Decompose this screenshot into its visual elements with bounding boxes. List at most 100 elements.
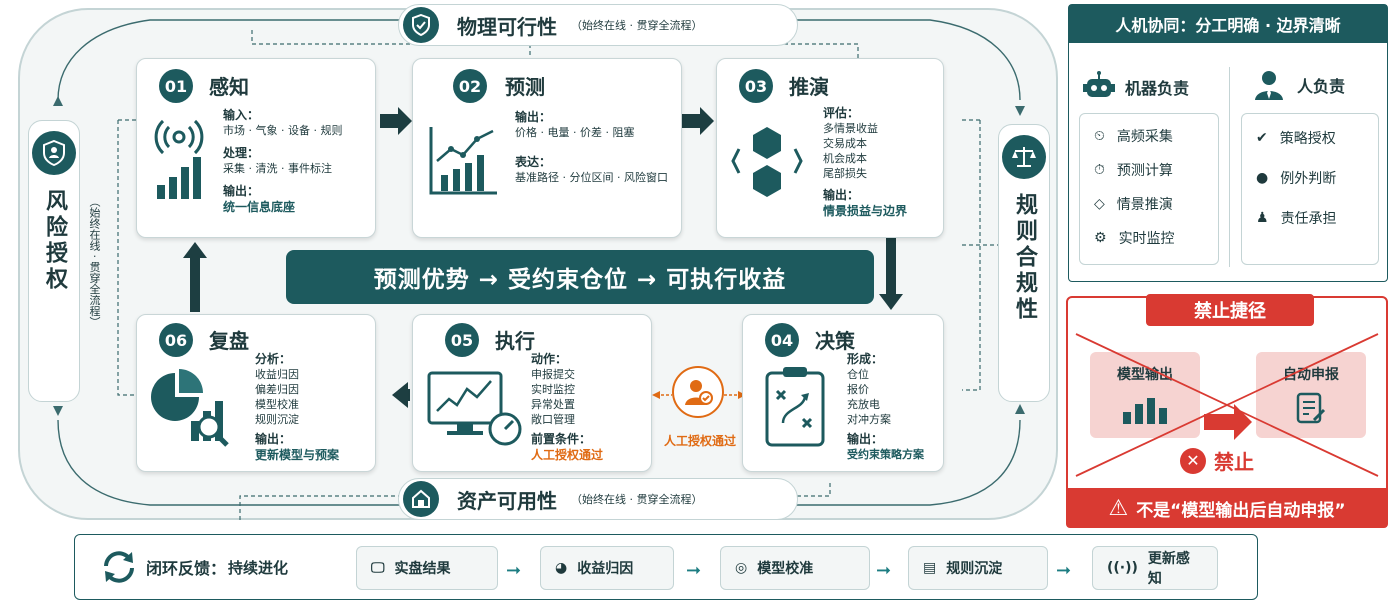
bar-chart-icon [1123,398,1167,424]
list-item: ♟责任承担 [1256,210,1337,227]
list-item: ✔策略授权 [1256,130,1336,147]
dashed-connectors [53,19,1025,520]
antenna-icon: ((·)) [1107,560,1138,576]
analysis-item: 规则沉淀 [255,413,299,426]
arrow-right-icon: ➞ [876,560,892,581]
process-label: 处理： [223,146,260,160]
express-text: 基准路径 · 分位区间 · 风险窗口 [515,171,668,184]
puzzle-icon: ◇ [1094,196,1105,212]
form-item: 仓位 [847,368,869,381]
feedback-step: ◎模型校准 [720,546,870,590]
panel-title: 执行 [495,329,535,353]
list-item: ⏱预测计算 [1094,162,1173,179]
precondition-label: 前置条件： [531,432,592,446]
eval-item: 交易成本 [823,137,867,150]
form-label: 形成： [847,352,884,366]
machine-title: 机器负责 [1125,79,1190,98]
rising-chart-icon [429,127,497,195]
person-check-icon [672,366,724,418]
step-number: 04 [765,323,799,357]
action-item: 申报提交 [531,368,575,381]
machine-list: ⏲高频采集 ⏱预测计算 ◇情景推演 ⚙实时监控 [1079,113,1219,265]
form-item: 对冲方案 [847,413,891,426]
red-cross-overlay [1075,333,1379,477]
pie-magnifier-icon [151,369,229,447]
cursor-click-icon: ⏲ [1094,128,1105,144]
analysis-label: 分析： [255,352,292,366]
forbidden-box: 禁止捷径 模型输出 自动申报 ✕ 禁止 ⚠ 不是“模型输出后自动申报” [1066,294,1388,528]
feedback-title-row: 闭环反馈：持续进化 [100,548,288,586]
input-text: 市场 · 气象 · 设备 · 规则 [223,124,343,137]
feedback-title: 闭环反馈： [146,559,227,578]
rule-compliance-pill: 规则合规性 [998,124,1050,402]
step-number: 02 [453,69,487,103]
monitor-chart-icon: 🖵 [371,560,385,576]
panel-perception: 01 感知 输入： 市场 · 气象 · 设备 · 规则 处理： 采集 · 清洗 … [136,58,376,238]
action-item: 异常处置 [531,398,575,411]
pill-title: 物理可行性 [457,14,557,39]
process-text: 采集 · 清洗 · 事件标注 [223,162,332,175]
forbidden-footer: ⚠ 不是“模型输出后自动申报” [1066,488,1388,528]
pill-title: 风险授权 [42,189,67,293]
output-label: 输出： [223,184,260,198]
action-item: 敞口管理 [531,413,575,426]
list-item: ⚙实时监控 [1094,230,1175,247]
step-number: 01 [159,69,193,103]
risk-authorization-pill: 风险授权 [28,120,80,402]
pill-subtitle: （始终在线 · 贯穿全流程） [571,493,703,506]
output-label: 输出： [823,188,860,202]
list-item: ◇情景推演 [1094,196,1173,213]
feedback-step: 🖵实盘结果 [356,546,498,590]
human-title: 人负责 [1297,77,1346,96]
eval-item: 多情景收益 [823,122,878,135]
asset-availability-pill: 资产可用性 （始终在线 · 贯穿全流程） [398,478,798,520]
clipboard-strategy-icon [765,367,825,447]
stopwatch-icon: ⏱ [1094,162,1105,178]
pie-chart-icon: ◕ [555,560,568,576]
output-label: 输出： [255,432,292,446]
pill-subtitle: （始终在线 · 贯穿全流程） [571,19,703,32]
step-number: 03 [739,69,773,103]
arrow-right-icon: ➞ [1056,560,1072,581]
scales-icon [1002,135,1046,179]
physical-feasibility-pill: 物理可行性 （始终在线 · 贯穿全流程） [398,4,798,46]
shield-check-icon [403,7,439,43]
analysis-item: 收益归因 [255,368,299,381]
form-item: 报价 [847,383,869,396]
human-list: ✔策略授权 ●例外判断 ♟责任承担 [1241,113,1379,265]
express-label: 表达： [515,155,552,169]
output-text: 统一信息底座 [223,200,296,214]
step-number: 05 [445,323,479,357]
arrow-right-icon: ➞ [506,560,522,581]
analysis-item: 模型校准 [255,398,299,411]
businessman-icon [1255,71,1283,100]
feedback-subtitle: 持续进化 [228,558,289,577]
forbidden-footer-text: 不是“模型输出后自动申报” [1136,500,1346,521]
step-number: 06 [159,323,193,357]
output-text: 受约束策略方案 [847,448,924,461]
panel-forecast: 02 预测 输出： 价格 · 电量 · 价差 · 阻塞 表达： 基准路径 · 分… [412,58,682,238]
refresh-cycle-icon [104,551,134,583]
manual-auth-label: 人工授权通过 [663,434,736,448]
document-check-icon: ✔ [1256,130,1268,146]
gear-clock-icon: ⚙ [1094,230,1107,246]
panel-title: 复盘 [209,329,249,353]
pill-title: 资产可用性 [457,488,557,513]
ban-row: ✕ 禁止 [1180,446,1254,475]
document-pen-icon [1296,392,1326,424]
cubes-network-icon [731,127,803,197]
panel-simulation: 03 推演 评估： 多情景收益 交易成本 机会成本 尾部损失 输出： 情景损益与… [716,58,944,238]
output-text: 价格 · 电量 · 价差 · 阻塞 [515,126,635,139]
eval-item: 尾部损失 [823,167,867,180]
eval-label: 评估： [823,106,860,120]
robot-icon [1083,71,1115,97]
feedback-step: ▤规则沉淀 [908,546,1048,590]
feedback-step: ((·))更新感知 [1092,546,1218,590]
human-header: 人负责 [1253,69,1345,101]
panel-title: 决策 [815,329,855,353]
output-label: 输出： [847,432,884,446]
collab-box: 人机协同：分工明确 · 边界清晰 机器负责 人负责 ⏲高频采集 ⏱预测计算 ◇情… [1068,4,1388,282]
output-text: 情景损益与边界 [823,204,908,218]
list-item: ⏲高频采集 [1094,128,1173,145]
ban-label: 禁止 [1214,450,1254,474]
